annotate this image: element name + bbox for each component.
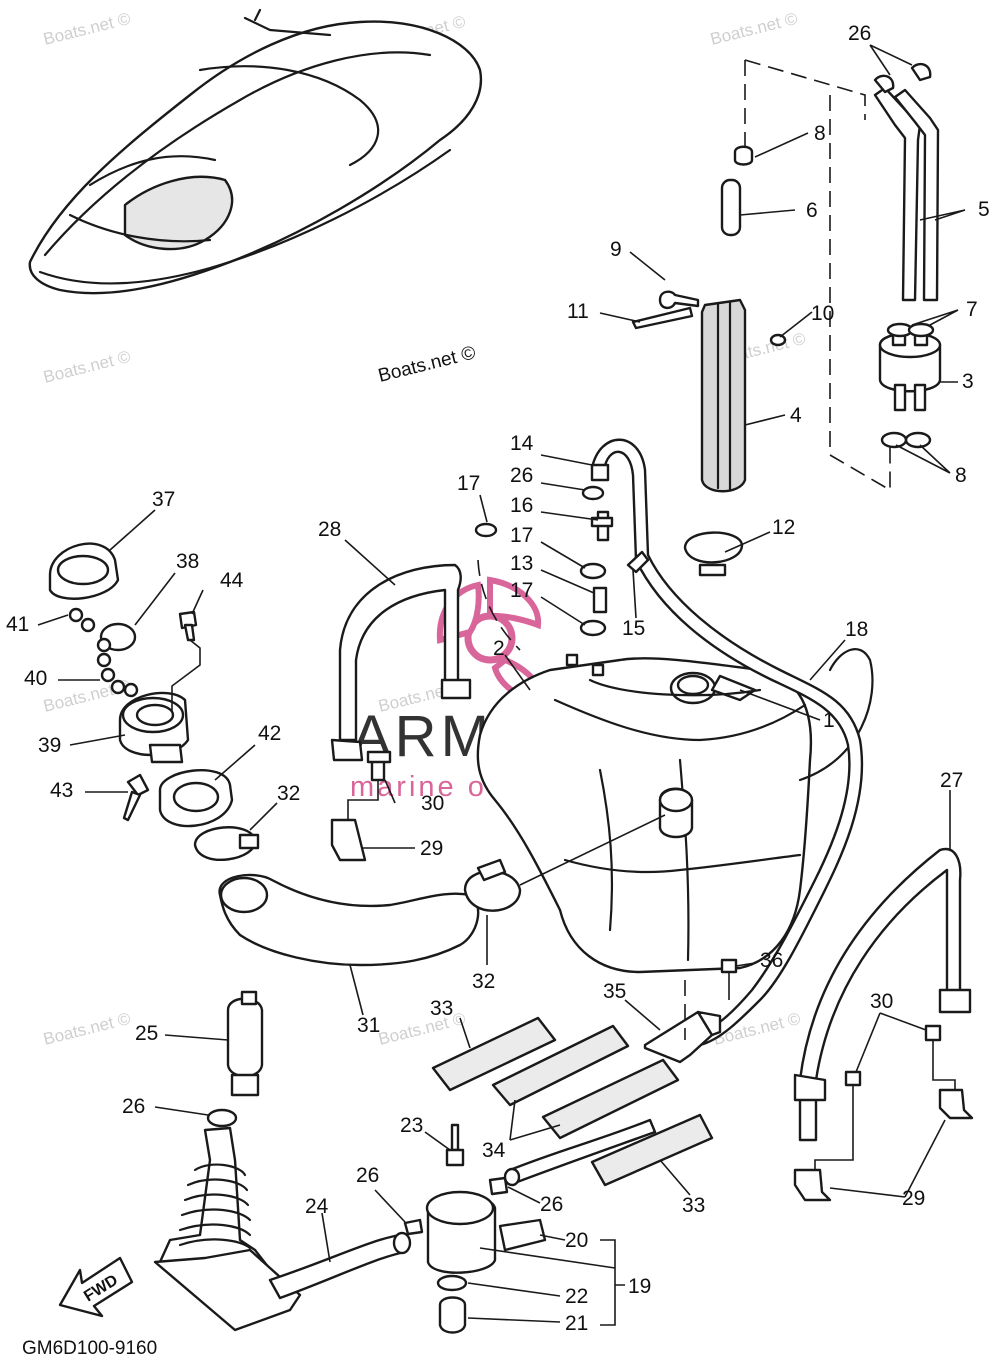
- watermark-dark: Boats.net ©: [376, 342, 478, 386]
- callout-37: 37: [152, 488, 175, 511]
- fuel-hose-assembly: [474, 438, 864, 1047]
- water-separator-assembly: [425, 1118, 657, 1334]
- callout-36: 36: [760, 949, 783, 972]
- callout-33-bottom: 33: [682, 1194, 705, 1217]
- callout-2: 2: [493, 637, 505, 660]
- callout-33-top: 33: [430, 997, 453, 1020]
- callout-34: 34: [482, 1139, 506, 1162]
- tank-band-right: [793, 847, 974, 1202]
- callout-40: 40: [24, 667, 47, 690]
- callout-31: 31: [357, 1014, 380, 1037]
- callout-14: 14: [510, 432, 534, 455]
- callout-26-right: 26: [540, 1193, 563, 1216]
- callout-39: 39: [38, 734, 61, 757]
- callout-26-left: 26: [122, 1095, 145, 1118]
- callout-41: 41: [6, 613, 29, 636]
- callout-10: 10: [811, 302, 834, 325]
- callout-17-a: 17: [457, 472, 480, 495]
- diagram-code: GM6D100-9160: [22, 1338, 157, 1359]
- callout-8-top: 8: [814, 122, 826, 145]
- callout-15: 15: [622, 617, 645, 640]
- callout-8-right: 8: [955, 464, 967, 487]
- callout-26-center: 26: [356, 1164, 379, 1187]
- callout-1: 1: [823, 709, 835, 732]
- filler-hose: [193, 814, 666, 967]
- forward-arrow: FWD: [58, 1256, 134, 1318]
- callout-27: 27: [940, 769, 963, 792]
- callout-30-left: 30: [421, 792, 444, 815]
- callout-12: 12: [772, 516, 795, 539]
- callout-3: 3: [962, 370, 974, 393]
- callout-26-top: 26: [848, 22, 871, 45]
- watermark: Boats.net ©: [708, 9, 799, 49]
- tank-pads: [431, 958, 738, 1187]
- callout-numbers: 1 2 3 4 5 6 7 8 8 9 10 11 12 13 14 15 16…: [6, 22, 990, 1335]
- vent-tube-assembly: [631, 145, 787, 577]
- callout-28: 28: [318, 518, 341, 541]
- callout-22: 22: [565, 1285, 588, 1308]
- watermark: Boats.net ©: [376, 1009, 467, 1049]
- callout-24: 24: [305, 1195, 329, 1218]
- callout-44: 44: [220, 569, 244, 592]
- callout-4: 4: [790, 404, 802, 427]
- callout-29-left: 29: [420, 837, 443, 860]
- callout-42: 42: [258, 722, 281, 745]
- callout-11: 11: [567, 300, 589, 323]
- callout-35: 35: [603, 980, 626, 1003]
- callout-21: 21: [565, 1312, 588, 1335]
- tank-band-left: [330, 563, 472, 862]
- callout-5: 5: [978, 198, 990, 221]
- watercraft-illustration: [28, 8, 483, 295]
- pickup-assembly: [153, 990, 424, 1332]
- callout-20: 20: [565, 1229, 588, 1252]
- callout-25: 25: [135, 1022, 158, 1045]
- callout-38: 38: [176, 550, 199, 573]
- callout-13: 13: [510, 552, 533, 575]
- watermark: Boats.net ©: [41, 9, 132, 49]
- watermark: Boats.net ©: [41, 1009, 132, 1049]
- fuel-tank: [476, 648, 874, 974]
- watermark: Boats.net ©: [41, 347, 132, 387]
- guide-lines: [477, 59, 891, 651]
- leader-lines: [37, 44, 966, 1326]
- callout-18: 18: [845, 618, 868, 641]
- callout-30-right: 30: [870, 990, 893, 1013]
- callout-17-b: 17: [510, 524, 533, 547]
- callout-23: 23: [400, 1114, 423, 1137]
- callout-32-center: 32: [472, 970, 495, 993]
- callout-29-right: 29: [902, 1187, 925, 1210]
- callout-19: 19: [628, 1275, 651, 1298]
- callout-6: 6: [806, 199, 818, 222]
- callout-9: 9: [610, 238, 622, 261]
- callout-26-hose: 26: [510, 464, 533, 487]
- fuel-filter-assembly: [873, 62, 942, 449]
- callout-17-c: 17: [510, 579, 533, 602]
- callout-7: 7: [966, 298, 978, 321]
- filler-assembly: [48, 542, 234, 828]
- callout-16: 16: [510, 494, 533, 517]
- callout-32-left: 32: [277, 782, 300, 805]
- callout-43: 43: [50, 779, 73, 802]
